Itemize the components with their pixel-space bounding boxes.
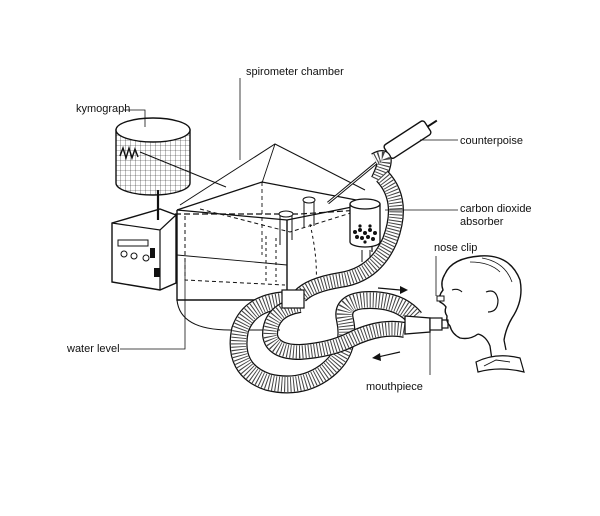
kymograph [111,117,227,291]
spirometer-tank [175,143,373,331]
label-nose-clip: nose clip [434,242,478,254]
breathing-hoses [229,150,431,394]
label-co2-absorber-line1: carbon dioxide [460,203,532,215]
label-kymograph: kymograph [76,103,131,115]
label-mouthpiece: mouthpiece [366,381,423,393]
label-spirometer-chamber: spirometer chamber [246,66,344,78]
kymograph-base [111,208,177,291]
flow-arrows [372,286,408,361]
kymograph-drum [115,117,191,196]
mouthpiece [429,317,449,331]
label-counterpoise: counterpoise [460,135,523,147]
label-co2-absorber-line2: absorber [460,216,504,228]
subject-head [436,255,525,373]
kymograph-writing-arm [139,151,227,188]
carbon-dioxide-absorber [349,198,381,262]
label-water-level: water level [67,343,120,355]
leader-lines [120,78,458,375]
leader-water-level [120,258,186,350]
leader-kymograph [124,109,146,127]
